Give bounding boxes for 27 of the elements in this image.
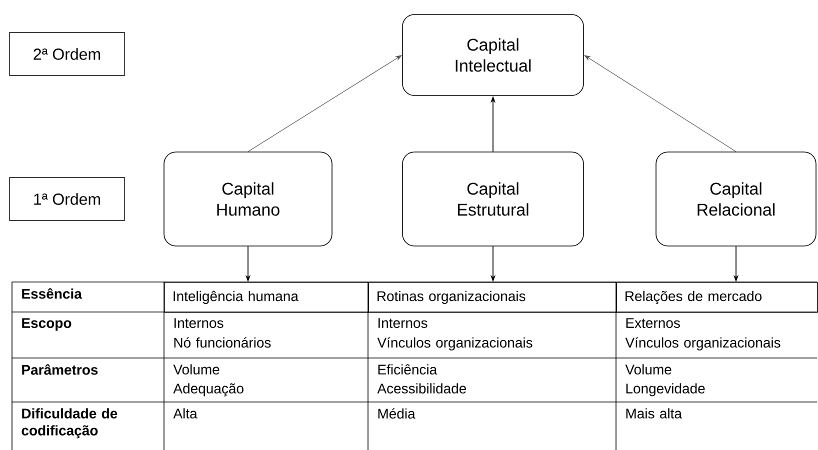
cell-text: Mais alta [626,408,682,418]
capital-box: Capital Intelectual [402,14,584,96]
cell-text: Adequação [173,383,244,396]
cell-text: Média [378,408,416,419]
table-cell: Rotinas organizacionais [368,282,617,313]
row-header: Essência [22,288,82,299]
capital-box: Capital Estrutural [402,152,584,246]
cell-text: Alta [173,408,198,418]
cell-text: Vínculos organizacionais [625,337,780,350]
cell-text: Vínculos organizacionais [377,337,532,350]
level-box: 1ª Ordem [9,177,125,221]
capital-box: Capital Humano [164,152,332,246]
cell-text: Internos [378,318,428,328]
row-header: Dificuldade de codificação [22,408,118,438]
cell-text: Eficiência [378,364,438,375]
capital-box: Capital Relacional [656,152,816,246]
table-cell: Relações de mercado [616,282,818,313]
row-header: Parâmetros [22,364,98,375]
cell-text: Longevidade [626,383,705,396]
cell-text: Acessibilidade [377,383,466,394]
cell-text: Externos [626,318,680,328]
cell-text: Volume [173,364,220,374]
cell-text: Nó funcionários [174,337,271,348]
table-cell: Inteligência humana [164,282,369,313]
level-box: 2ª Ordem [9,32,125,76]
cell-text: Volume [625,364,672,374]
row-header: Escopo [22,318,72,331]
